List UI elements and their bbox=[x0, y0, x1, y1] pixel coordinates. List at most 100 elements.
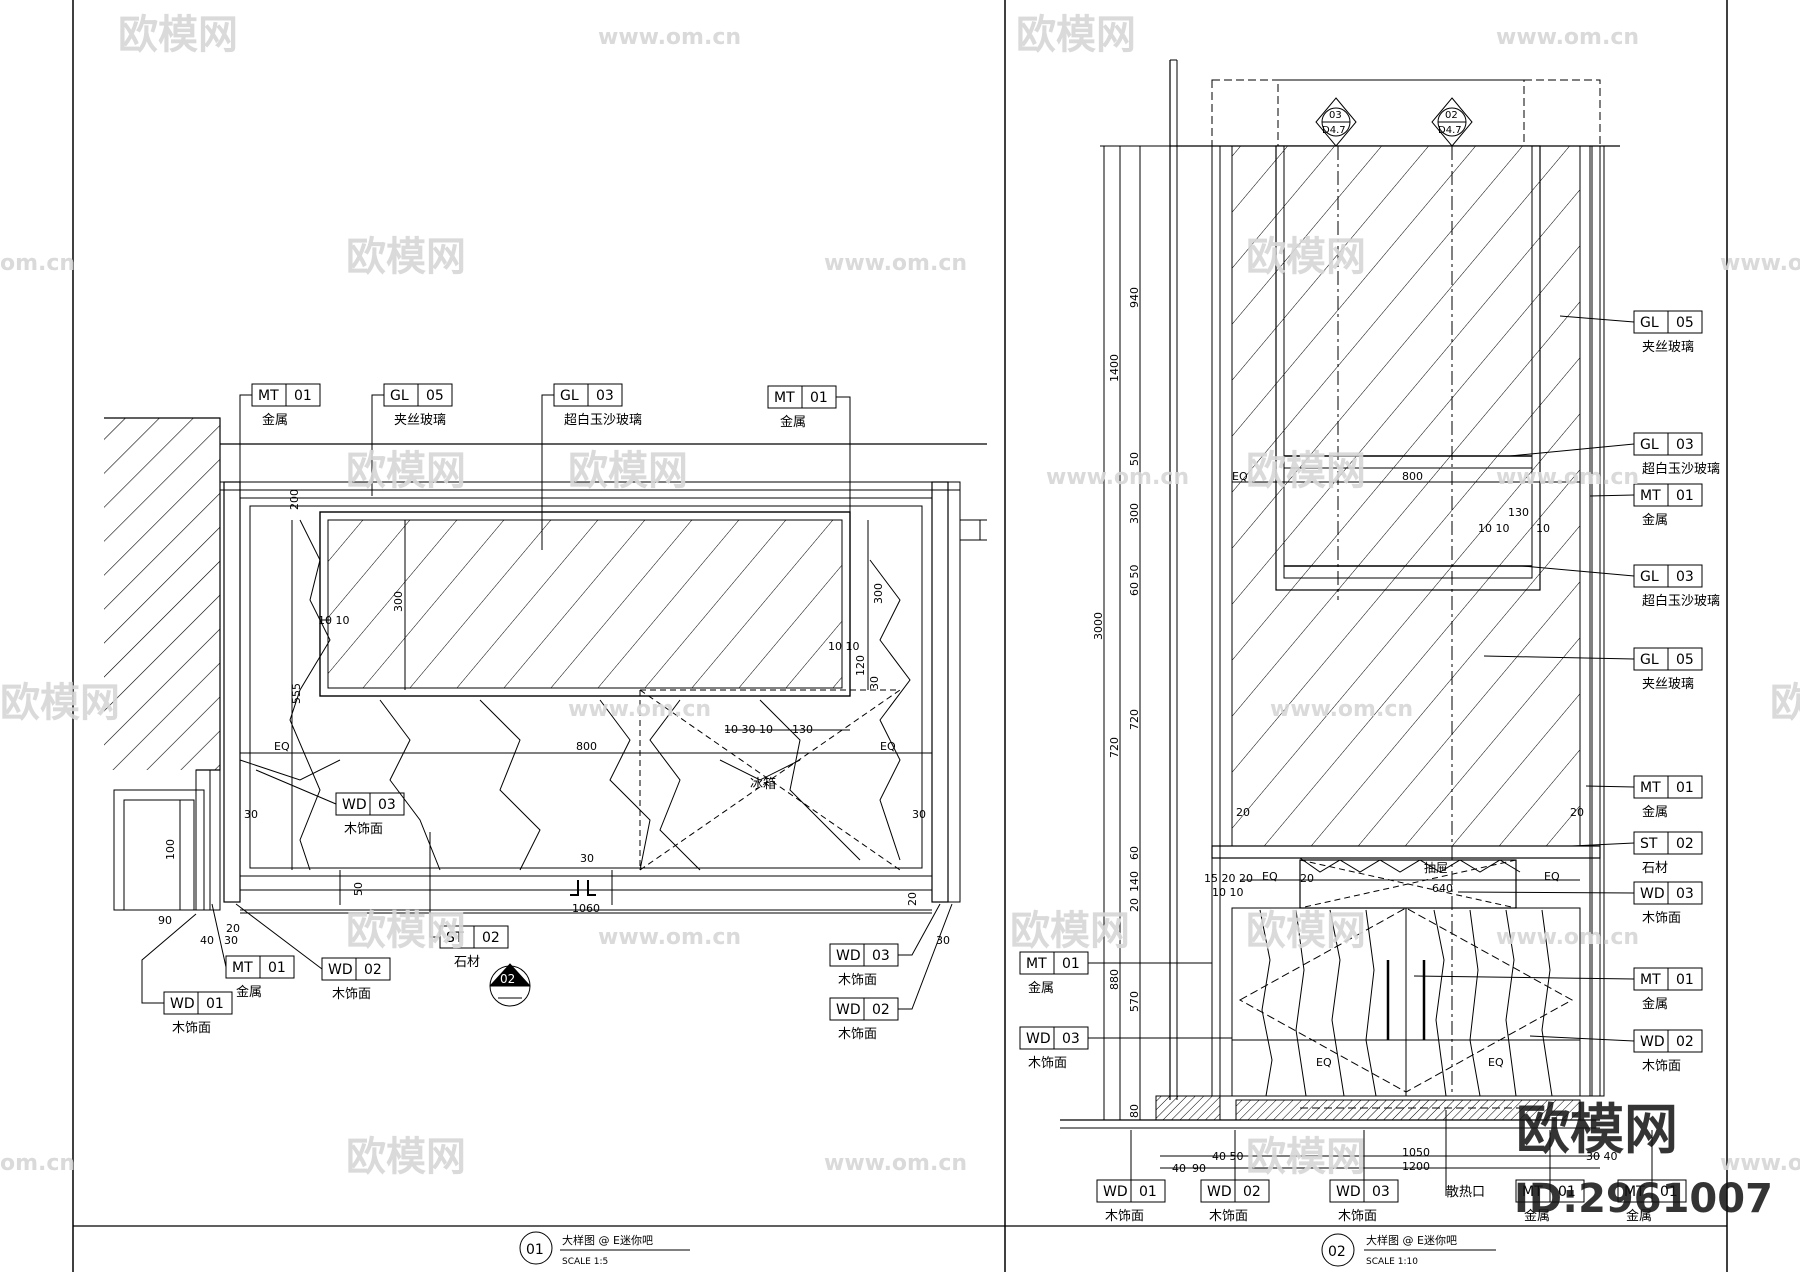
vdim-1400: 1400 bbox=[1108, 354, 1121, 382]
watermark-site: www.om.cn bbox=[1496, 25, 1639, 50]
callout-desc: 木饰面 bbox=[1105, 1209, 1144, 1224]
callout-num: 05 bbox=[1676, 315, 1694, 331]
dim-40: 40 bbox=[200, 934, 214, 947]
callout-mt01-b: MT 01 金属 bbox=[767, 385, 851, 512]
callout-desc: 金属 bbox=[262, 412, 288, 428]
callout-code: WD bbox=[328, 962, 353, 978]
right-horizontal-dims: 800 130 10 10 10 EQ EQ EQ EQ EQ 640 1050… bbox=[1172, 470, 1618, 1175]
drawing-scale: SCALE 1:10 bbox=[1366, 1257, 1418, 1267]
hdim-10-10: 10 10 bbox=[1478, 522, 1510, 535]
callout-num: 01 bbox=[268, 960, 286, 976]
watermark-site: www.om.cn bbox=[1046, 465, 1189, 490]
hdim-20-c: 20 bbox=[1300, 872, 1314, 885]
marker-num: 03 bbox=[1329, 110, 1342, 121]
dim-30-c: 30 bbox=[936, 934, 950, 947]
callout-wd01: WD 01 木饰面 bbox=[141, 913, 233, 1036]
callout-num: 01 bbox=[810, 390, 828, 406]
watermark-site-short: om.cn bbox=[0, 251, 75, 276]
watermark-brand: 欧模网 bbox=[1246, 908, 1366, 954]
marker-ref: D4.7 bbox=[1322, 125, 1346, 136]
watermark-brand: 欧模网 bbox=[1246, 234, 1366, 280]
callout-code: GL bbox=[1640, 569, 1659, 585]
fridge-label: 冰箱 bbox=[750, 776, 776, 792]
dim-120: 120 bbox=[854, 655, 867, 676]
callout-desc: 木饰面 bbox=[1338, 1209, 1377, 1224]
hdim-10: 10 bbox=[1536, 522, 1550, 535]
dim-800: 800 bbox=[576, 740, 597, 753]
callout-num: 03 bbox=[1372, 1184, 1390, 1200]
callout-num: 02 bbox=[1676, 836, 1694, 852]
callout-desc: 木饰面 bbox=[1209, 1209, 1248, 1224]
callout-code: MT bbox=[1026, 956, 1047, 972]
drawing-title: 大样图 @ E迷你吧 bbox=[562, 1233, 653, 1247]
vdim-80: 80 bbox=[1128, 1104, 1141, 1118]
marker-ref: D4.7 bbox=[1438, 125, 1462, 136]
dim-555: 555 bbox=[290, 683, 303, 704]
hdim-eq-b: EQ bbox=[1262, 870, 1278, 883]
callout-num: 03 bbox=[596, 388, 614, 404]
callout-desc: 夹丝玻璃 bbox=[1642, 340, 1694, 355]
watermark-site: www.om.cn bbox=[1270, 697, 1413, 722]
watermark-brand: 欧模网 bbox=[346, 908, 466, 954]
title-block-02: 02 大样图 @ E迷你吧 SCALE 1:10 bbox=[1321, 1233, 1496, 1267]
marker-num: 02 bbox=[1445, 110, 1458, 121]
wood-grain bbox=[1259, 909, 1553, 1097]
dim-30-left: 30 bbox=[244, 808, 258, 821]
callout-code: WD bbox=[836, 948, 861, 964]
dim-200: 200 bbox=[288, 489, 301, 510]
vdim-570: 570 bbox=[1128, 991, 1141, 1012]
watermark-site: www.om.cn bbox=[1720, 1151, 1800, 1176]
watermark-site: www.om.cn bbox=[1720, 251, 1800, 276]
drawing-title: 大样图 @ E迷你吧 bbox=[1366, 1233, 1457, 1247]
watermark-site-short: om.cn bbox=[0, 1151, 75, 1176]
callout-desc: 金属 bbox=[1028, 980, 1054, 996]
callout-num: 01 bbox=[1676, 780, 1694, 796]
hdim-90: 90 bbox=[1192, 1162, 1206, 1175]
vdim-20: 20 bbox=[1128, 898, 1141, 912]
vdim-140: 140 bbox=[1128, 871, 1141, 892]
dim-10-30-10: 10 30 10 bbox=[724, 723, 773, 736]
corner-watermark: 欧模网 ID:2961007 bbox=[1514, 1098, 1773, 1222]
dim-300-right: 300 bbox=[872, 583, 885, 604]
vdim-60: 60 bbox=[1128, 846, 1141, 860]
vdim-3000: 3000 bbox=[1092, 612, 1105, 640]
watermark-site: www.om.cn bbox=[1496, 465, 1639, 490]
drawing-scale: SCALE 1:5 bbox=[562, 1257, 608, 1267]
right-markers: 03 D4.7 02 D4.7 bbox=[1315, 97, 1473, 147]
sheet-frame bbox=[72, 0, 1728, 1272]
callout-code: ST bbox=[1640, 836, 1658, 852]
callout-num: 02 bbox=[482, 930, 500, 946]
dim-300-left: 300 bbox=[392, 591, 405, 612]
callout-wd03-a: WD 03 木饰面 bbox=[255, 769, 405, 837]
callout-code: GL bbox=[1640, 652, 1659, 668]
title-num: 02 bbox=[1328, 1244, 1346, 1260]
dim-30-handle: 30 bbox=[580, 852, 594, 865]
callout-code: WD bbox=[170, 996, 195, 1012]
callout-desc: 石材 bbox=[454, 955, 480, 970]
section-marker-num: 02 bbox=[500, 972, 515, 986]
dim-90: 90 bbox=[158, 914, 172, 927]
watermark-brand: 欧模网 bbox=[1246, 1134, 1366, 1180]
callout-desc: 木饰面 bbox=[1028, 1056, 1067, 1071]
wall-hatch bbox=[104, 418, 220, 770]
dim-100: 100 bbox=[164, 839, 177, 860]
hdim-eq-c: EQ bbox=[1544, 870, 1560, 883]
vdim-50: 50 bbox=[1128, 452, 1141, 466]
drawer-label: 抽屉 bbox=[1424, 861, 1448, 875]
callout-num: 02 bbox=[872, 1002, 890, 1018]
callout-num: 01 bbox=[1558, 1184, 1576, 1200]
right-vertical-dims: 3000 1400 940 50 300 60 50 720 720 60 14… bbox=[1092, 287, 1141, 1118]
callout-code: WD bbox=[342, 797, 367, 813]
callout-code: MT bbox=[1640, 972, 1661, 988]
watermark-brand: 欧模网 bbox=[346, 234, 466, 280]
callout-gl05: GL 05 夹丝玻璃 bbox=[371, 383, 453, 496]
